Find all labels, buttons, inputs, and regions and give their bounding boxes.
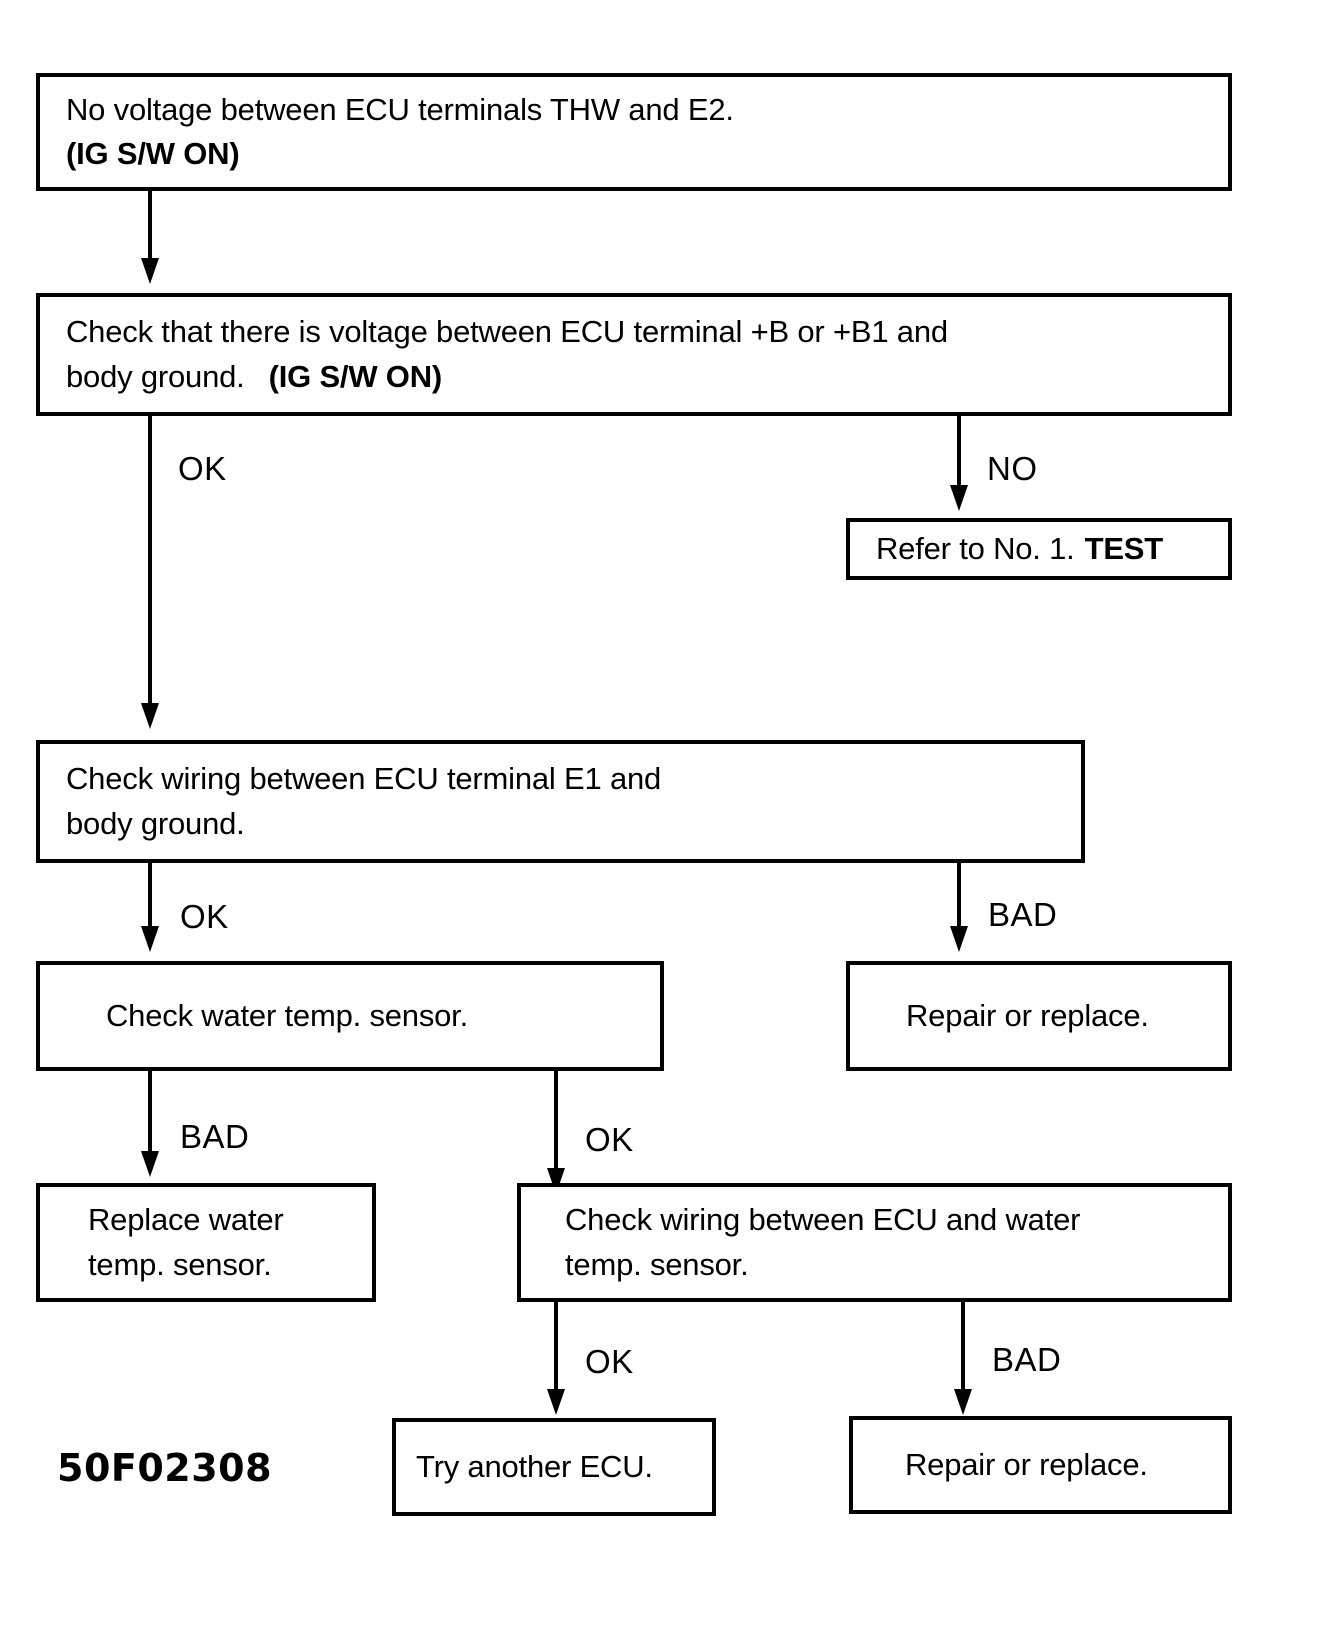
flow-node-start: No voltage between ECU terminals THW and…: [36, 73, 1232, 191]
flow-node-check-voltage-b-line-1: Check that there is voltage between ECU …: [66, 314, 948, 350]
flow-node-repair-or-replace-1-line-1: Repair or replace.: [906, 997, 1149, 1033]
edge-check-b-to-check-e1: [148, 416, 152, 712]
flow-node-repair-or-replace-2: Repair or replace.: [849, 1416, 1232, 1514]
edge-check-sensor-to-check-wiring-sensor: [554, 1071, 558, 1177]
flow-node-replace-water-temp-sensor-line-1: Replace water: [88, 1202, 284, 1238]
flow-node-check-wiring-e1: Check wiring between ECU terminal E1 and…: [36, 740, 1085, 863]
edge-check-wiring-sensor-to-repair-2: [961, 1302, 965, 1398]
flow-node-check-voltage-b: Check that there is voltage between ECU …: [36, 293, 1232, 416]
figure-reference-code: 50F02308: [57, 1446, 273, 1490]
edge-check-e1-to-repair-1-arrowhead: [950, 926, 968, 952]
flow-node-refer-test-line-1: Refer to No. 1.TEST: [850, 527, 1228, 571]
flow-node-check-wiring-e1-line-2: body ground.: [66, 805, 245, 841]
flow-node-check-wiring-e1-line-1: Check wiring between ECU terminal E1 and: [66, 761, 662, 797]
flow-node-check-wiring-sensor-line-2: temp. sensor.: [565, 1246, 749, 1282]
edge-label-ok-check-e1: OK: [180, 898, 229, 935]
flow-node-check-wiring-sensor-line-1: Check wiring between ECU and water: [565, 1202, 1081, 1238]
edge-label-bad-check-wiring-sensor: BAD: [992, 1341, 1062, 1378]
flow-node-refer-test: Refer to No. 1.TEST: [846, 518, 1232, 580]
flow-node-repair-or-replace-1: Repair or replace.: [846, 961, 1232, 1071]
edge-check-e1-to-repair-1: [957, 863, 961, 935]
flow-node-check-wiring-sensor: Check wiring between ECU and water temp.…: [517, 1183, 1232, 1302]
edge-check-b-to-check-e1-arrowhead: [141, 703, 159, 729]
edge-label-ok-check-wiring-sensor: OK: [585, 1343, 634, 1380]
flow-node-start-line-1: No voltage between ECU terminals THW and…: [66, 91, 734, 127]
edge-start-to-check-b-arrowhead: [141, 258, 159, 284]
flow-node-try-another-ecu-line-1: Try another ECU.: [416, 1448, 653, 1484]
edge-label-no-check-b: NO: [987, 450, 1038, 487]
edge-check-wiring-sensor-to-try-ecu: [554, 1302, 558, 1398]
edge-check-b-to-refer-test: [957, 416, 961, 494]
edge-check-e1-to-check-sensor-arrowhead: [141, 926, 159, 952]
flow-node-start-line-2: (IG S/W ON): [66, 136, 240, 171]
edge-label-ok-check-sensor: OK: [585, 1121, 634, 1158]
edge-start-to-check-b: [148, 191, 152, 267]
edge-check-b-to-refer-test-arrowhead: [950, 485, 968, 511]
flow-node-refer-test-keyword: TEST: [1084, 530, 1164, 566]
flow-node-refer-test-text: Refer to No. 1.: [876, 530, 1075, 566]
flow-node-check-voltage-b-line-2b: (IG S/W ON): [268, 358, 443, 394]
edge-check-sensor-to-replace-sensor: [148, 1071, 152, 1160]
edge-label-ok-check-b: OK: [178, 450, 227, 487]
edge-label-bad-check-sensor: BAD: [180, 1118, 250, 1155]
flow-node-check-water-temp-sensor: Check water temp. sensor.: [36, 961, 664, 1071]
flow-node-check-voltage-b-line-2a: body ground.: [66, 358, 245, 394]
edge-check-wiring-sensor-to-repair-2-arrowhead: [954, 1389, 972, 1415]
flow-node-replace-water-temp-sensor: Replace water temp. sensor.: [36, 1183, 376, 1302]
flow-node-replace-water-temp-sensor-line-2: temp. sensor.: [88, 1246, 272, 1282]
edge-label-bad-check-e1: BAD: [988, 896, 1058, 933]
flow-node-try-another-ecu: Try another ECU.: [392, 1418, 716, 1516]
flow-node-repair-or-replace-2-line-1: Repair or replace.: [905, 1446, 1148, 1482]
edge-check-wiring-sensor-to-try-ecu-arrowhead: [547, 1389, 565, 1415]
flow-node-check-water-temp-sensor-line-1: Check water temp. sensor.: [106, 997, 468, 1033]
edge-check-e1-to-check-sensor: [148, 863, 152, 935]
edge-check-sensor-to-replace-sensor-arrowhead: [141, 1151, 159, 1177]
flow-node-check-voltage-b-line-2: body ground. (IG S/W ON): [40, 355, 1228, 399]
